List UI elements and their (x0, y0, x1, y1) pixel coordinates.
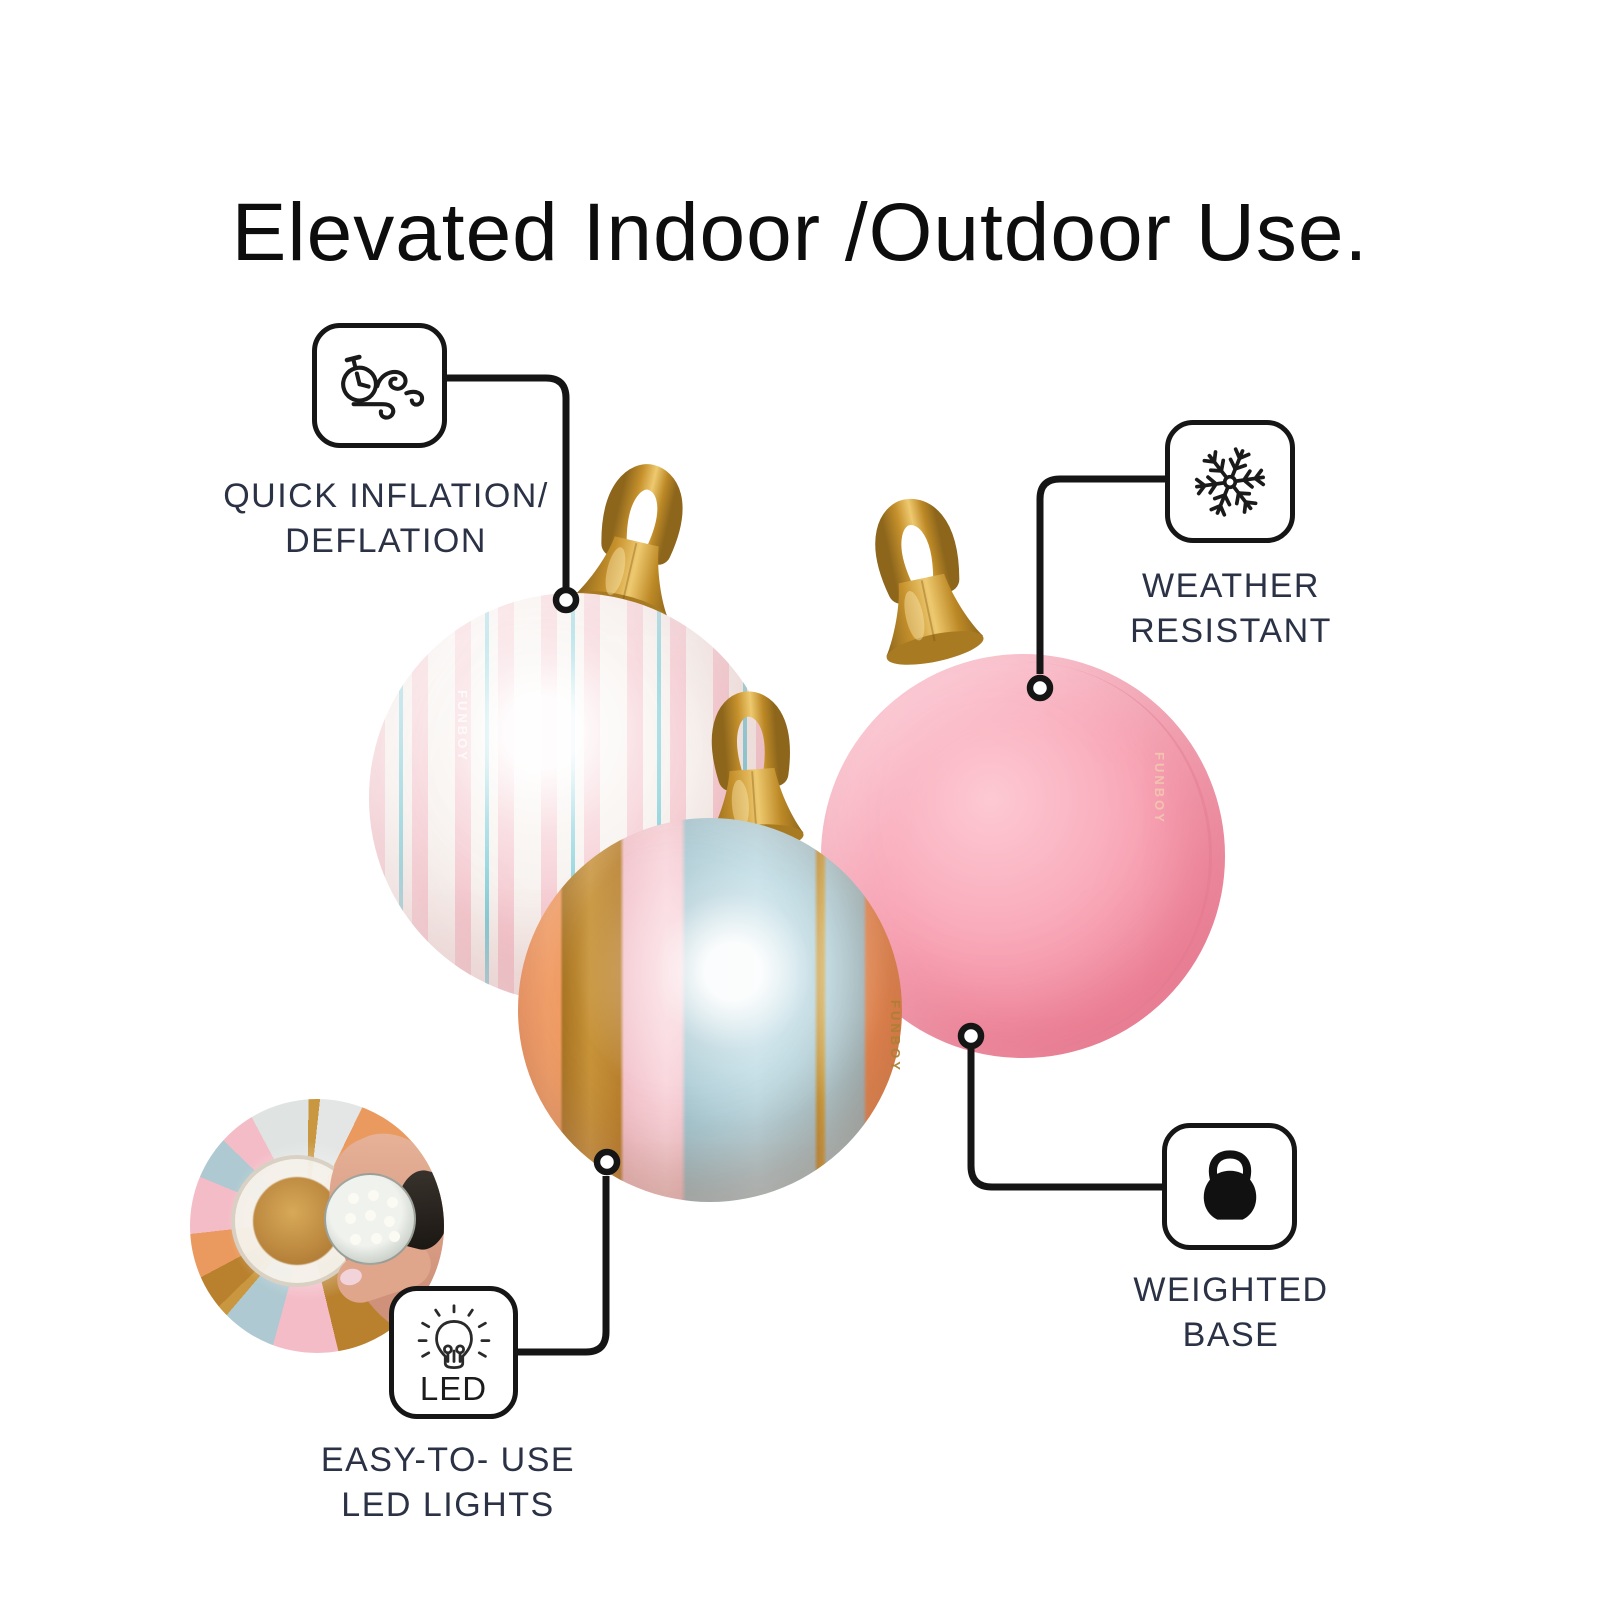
label-quick-inflation: QUICK INFLATION/ DEFLATION (146, 474, 626, 564)
ornament-retro-striped (518, 818, 902, 1202)
led-light-puck (324, 1173, 416, 1265)
led-bulb-icon (417, 1303, 490, 1369)
snowflake-icon (1193, 446, 1267, 518)
page-title: Elevated Indoor /Outdoor Use. (231, 187, 1369, 278)
label-line: WEIGHTED (1133, 1271, 1329, 1309)
label-weighted-base: WEIGHTED BASE (1021, 1268, 1441, 1358)
icon-box-weather-resistant (1165, 420, 1295, 543)
label-line: DEFLATION (285, 522, 487, 560)
brand-mark: FUNBOY (888, 1000, 903, 1073)
label-weather-resistant: WEATHER RESISTANT (1021, 564, 1441, 654)
brand-mark: FUNBOY (1152, 752, 1167, 825)
label-line: RESISTANT (1130, 612, 1332, 650)
icon-box-weighted-base (1162, 1123, 1297, 1250)
label-line: BASE (1182, 1316, 1280, 1354)
ball-seam (837, 662, 1212, 1050)
label-line: EASY-TO- USE (320, 1441, 576, 1479)
icon-box-led-lights: LED (389, 1286, 518, 1419)
connector-led (518, 1176, 610, 1356)
led-badge: LED (419, 1369, 488, 1407)
label-line: LED LIGHTS (341, 1486, 555, 1524)
led-bulbs (348, 1193, 359, 1204)
label-led-lights: EASY-TO- USE LED LIGHTS (238, 1438, 658, 1528)
stopwatch-wind-icon (340, 354, 424, 420)
label-line: WEATHER (1142, 567, 1320, 605)
brand-mark: FUNBOY (455, 690, 470, 763)
led-install-photo (190, 1099, 444, 1353)
gold-ornament-top (875, 498, 984, 665)
label-line: QUICK INFLATION/ (223, 477, 549, 515)
kettlebell-icon (1203, 1149, 1256, 1220)
connector-weighted (967, 1048, 1162, 1191)
icon-box-quick-inflation (312, 323, 447, 448)
